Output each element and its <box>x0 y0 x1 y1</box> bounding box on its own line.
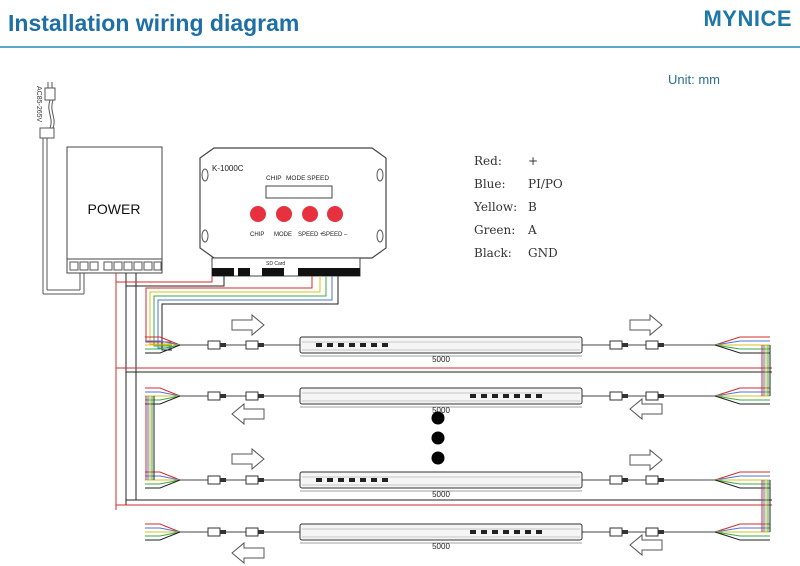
connector-icon <box>245 340 259 350</box>
power-label: POWER <box>88 201 141 217</box>
legend-row-green: Green: A <box>474 219 563 242</box>
legend-value: B <box>528 200 537 214</box>
legend-key: Red: <box>474 154 502 168</box>
arrow-left-icon <box>231 541 265 565</box>
ellipsis-dot-icon <box>431 451 445 465</box>
flow-arrows <box>231 313 663 565</box>
ellipsis-dot-icon <box>431 411 445 425</box>
power-return-lines <box>116 367 772 506</box>
legend-row-black: Black: GND <box>474 242 563 265</box>
button-label-mode: MODE <box>274 232 292 238</box>
ac-voltage-label: AC85-265V <box>35 86 42 123</box>
arrow-right-icon <box>629 448 663 472</box>
legend-key: Green: <box>474 223 516 237</box>
legend-value: PI/PO <box>528 177 563 191</box>
mode-button[interactable] <box>276 206 292 222</box>
sd-card-label: SD Card <box>266 261 285 267</box>
header-divider <box>0 46 800 48</box>
legend-row-yellow: Yellow: B <box>474 196 563 219</box>
controller-k1000c: K-1000C CHIP MODE SPEED CHIP MODE SPEED … <box>199 147 387 277</box>
ac-plug: AC85-265V <box>35 82 85 295</box>
ellipsis-dot-icon <box>431 431 445 445</box>
led-tube-segment: 5000 <box>145 387 770 415</box>
arrow-left-icon <box>231 402 265 426</box>
continuation-dots <box>431 411 445 465</box>
connector-icon <box>609 475 623 485</box>
tube-length-label: 5000 <box>432 355 450 364</box>
arrow-left-icon <box>629 397 663 421</box>
connector-icon <box>245 391 259 401</box>
power-supply: POWER <box>66 146 163 274</box>
connector-icon <box>207 340 221 350</box>
tube-length-label: 5000 <box>432 542 450 551</box>
connector-icon <box>609 391 623 401</box>
button-label-speed-up: SPEED + <box>298 232 324 238</box>
connector-icon <box>207 475 221 485</box>
button-label-speed-down: SPEED – <box>322 232 348 238</box>
legend-key: Black: <box>474 246 512 260</box>
connector-icon <box>207 527 221 537</box>
legend-row-blue: Blue: PI/PO <box>474 173 563 196</box>
connector-icon <box>609 527 623 537</box>
legend-value: + <box>528 154 539 168</box>
chip-button[interactable] <box>250 206 266 222</box>
controller-display <box>265 185 333 199</box>
connector-icon <box>645 475 659 485</box>
speed-down-button[interactable] <box>327 206 343 222</box>
speed-up-button[interactable] <box>302 206 318 222</box>
legend-row-red: Red: + <box>474 150 563 173</box>
connector-icon <box>609 340 623 350</box>
connector-icon <box>207 391 221 401</box>
legend-value: A <box>528 223 537 237</box>
led-tube-segment: 5000 <box>145 471 770 499</box>
unit-label: Unit: mm <box>668 72 720 87</box>
arrow-left-icon <box>629 533 663 557</box>
arrow-right-icon <box>629 313 663 337</box>
connector-icon <box>645 527 659 537</box>
power-bus <box>115 273 225 510</box>
controller-model: K-1000C <box>212 164 244 173</box>
arrow-right-icon <box>231 447 265 471</box>
connector-icon <box>245 527 259 537</box>
legend-key: Yellow: <box>474 200 518 214</box>
tube-length-label: 5000 <box>432 490 450 499</box>
led-tubes: 5000 5000 5000 5000 <box>145 336 771 551</box>
legend-key: Blue: <box>474 177 506 191</box>
top-label-chip: CHIP <box>266 175 282 182</box>
connector-icon <box>245 475 259 485</box>
connector-icon <box>645 340 659 350</box>
brand-logo: MYNICE <box>703 6 792 31</box>
wire-color-legend: Red: + Blue: PI/PO Yellow: B Green: A Black:… <box>474 150 563 265</box>
led-tube-segment: 5000 <box>145 523 770 551</box>
led-tube-segment: 5000 <box>145 336 770 364</box>
arrow-right-icon <box>231 313 265 337</box>
legend-value: GND <box>528 246 558 260</box>
tube-length-label: 5000 <box>432 406 450 415</box>
connector-icon <box>645 391 659 401</box>
page-title: Installation wiring diagram <box>8 10 300 36</box>
top-label-speed: SPEED <box>307 175 329 182</box>
button-label-chip: CHIP <box>250 232 264 238</box>
top-label-mode: MODE <box>286 175 306 182</box>
